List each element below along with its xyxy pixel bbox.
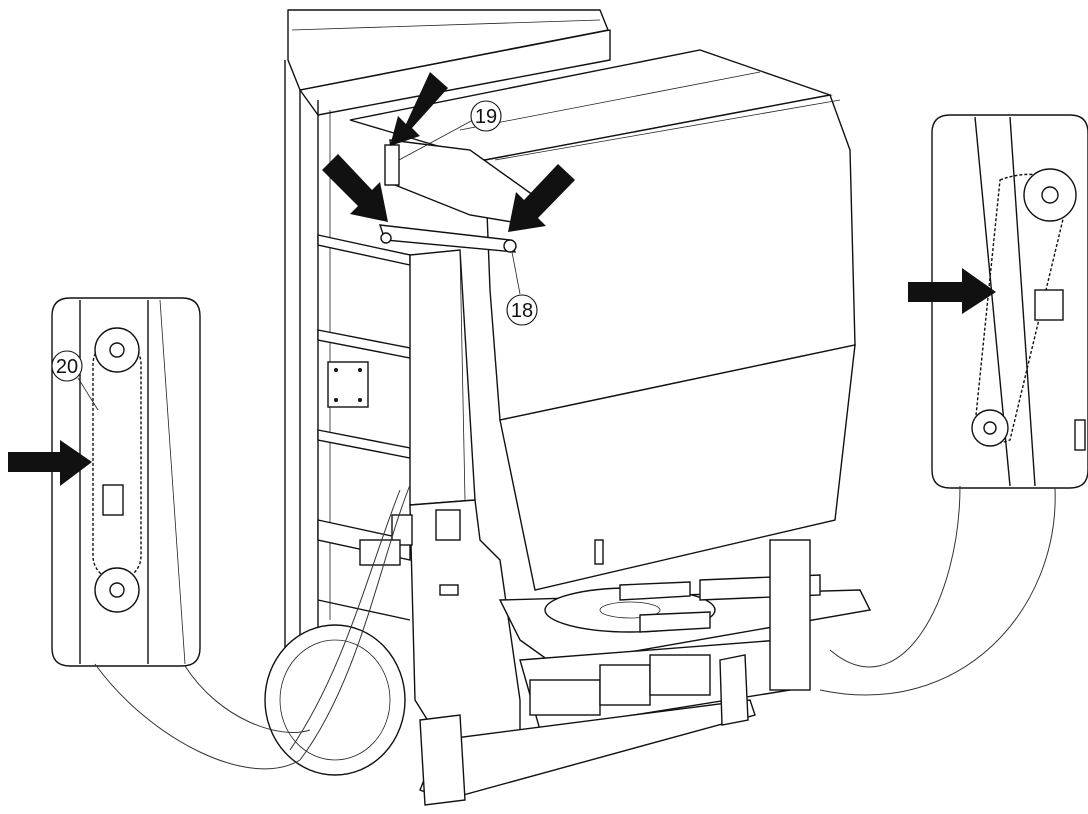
left-detail-inset: [51, 297, 201, 667]
callout-19-label: 19: [475, 106, 497, 128]
left-chain: [92, 327, 142, 613]
inset-leader-curves: [94, 485, 1056, 770]
callout-18-label: 18: [511, 300, 533, 322]
callout-18: 18: [506, 251, 538, 326]
callout-20: 20: [51, 350, 99, 411]
arrow-left-inset: [8, 440, 92, 486]
callout-20-label: 20: [56, 356, 78, 378]
arrow-top: [390, 72, 448, 146]
indicator-arrows: [8, 72, 996, 486]
arrow-right-upper: [508, 164, 575, 232]
arrow-right-inset: [908, 268, 996, 314]
right-detail-inset: [931, 114, 1088, 489]
side-upright: [359, 249, 521, 761]
hopper-cover: [349, 49, 856, 591]
callout-19: 19: [398, 100, 502, 161]
hoses: [289, 484, 411, 761]
arrow-left-upper: [322, 154, 388, 222]
